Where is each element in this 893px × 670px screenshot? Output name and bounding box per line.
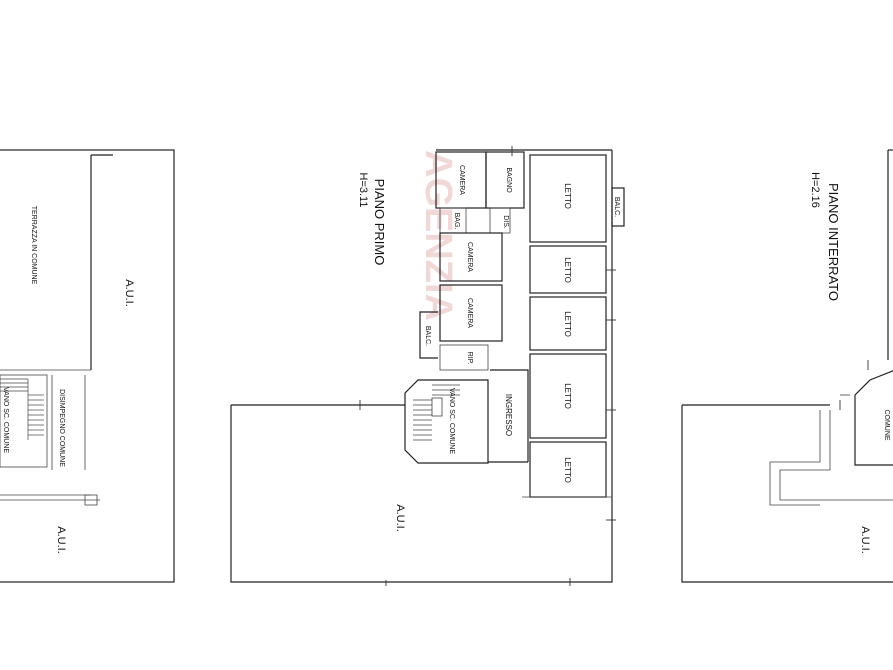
middle-stair-core <box>404 379 489 464</box>
left-stair-label: VANO SC. COMUNE <box>2 387 9 453</box>
right-stair-label: COMUNE <box>883 409 890 440</box>
label-balc-left: BALC. <box>424 326 431 346</box>
middle-plan: AGENZIA <box>230 146 625 586</box>
terrace-label: TERRAZZA IN COMUNE <box>30 206 37 285</box>
watermark: AGENZIA <box>417 150 459 321</box>
right-floor-title: PIANO INTERRATO <box>826 183 841 301</box>
left-aui-top-label: A.U.I. <box>123 279 135 307</box>
room-letto-2 <box>529 245 607 294</box>
label-bagno: BAGNO <box>505 167 512 193</box>
balcony-right <box>611 187 625 227</box>
right-aui-label: A.U.I. <box>859 526 871 554</box>
left-stair-box <box>0 374 48 468</box>
label-letto-4: LETTO <box>563 383 572 409</box>
label-middle-stair: VANO SC. COMUNE <box>448 388 455 454</box>
right-stair-core <box>854 370 893 466</box>
room-letto-1 <box>529 154 607 243</box>
room-camera-low <box>439 284 503 342</box>
label-rip: RIP. <box>466 352 473 365</box>
room-rip <box>439 344 489 371</box>
middle-floor-height: H=3.11 <box>357 173 369 208</box>
label-balc-right: BALC. <box>613 197 620 217</box>
label-camera-mid: CAMERA <box>466 242 473 272</box>
right-plan: PIANO INTERRATO H=2.16 A.U.I. COMUNE <box>681 149 893 583</box>
left-stair-steps <box>0 378 44 440</box>
label-ingresso: INGRESSO <box>504 394 513 436</box>
label-letto-2: LETTO <box>563 257 572 283</box>
middle-aui-label: A.U.I. <box>394 504 406 532</box>
room-bagno <box>485 151 525 209</box>
door-marks <box>359 146 616 586</box>
room-letto-3 <box>529 296 607 351</box>
middle-stair-steps <box>413 384 460 441</box>
right-outer-wall <box>681 405 893 583</box>
room-camera-mid <box>439 232 503 282</box>
label-camera-top: CAMERA <box>458 165 465 195</box>
balcony-left <box>419 311 438 359</box>
ingresso-wall <box>490 369 529 462</box>
label-bag: BAG. <box>453 213 460 230</box>
label-letto-1: LETTO <box>563 183 572 209</box>
left-landing-label: DISIMPEGNO COMUNE <box>58 389 65 467</box>
room-letto-4 <box>529 353 607 439</box>
label-camera-low: CAMERA <box>466 298 473 328</box>
left-outer-wall <box>0 149 175 583</box>
label-dis: DIS. <box>502 215 509 229</box>
left-aui-bottom-label: A.U.I. <box>55 526 67 554</box>
label-letto-5: LETTO <box>563 457 572 483</box>
right-floor-height: H=2.16 <box>809 172 821 208</box>
middle-floor-title: PIANO PRIMO <box>372 179 387 266</box>
middle-outer-wall <box>230 150 613 583</box>
label-letto-3: LETTO <box>563 311 572 337</box>
left-plan: TERRAZZA IN COMUNE A.U.I. A.U.I. VANO SC… <box>0 149 175 583</box>
